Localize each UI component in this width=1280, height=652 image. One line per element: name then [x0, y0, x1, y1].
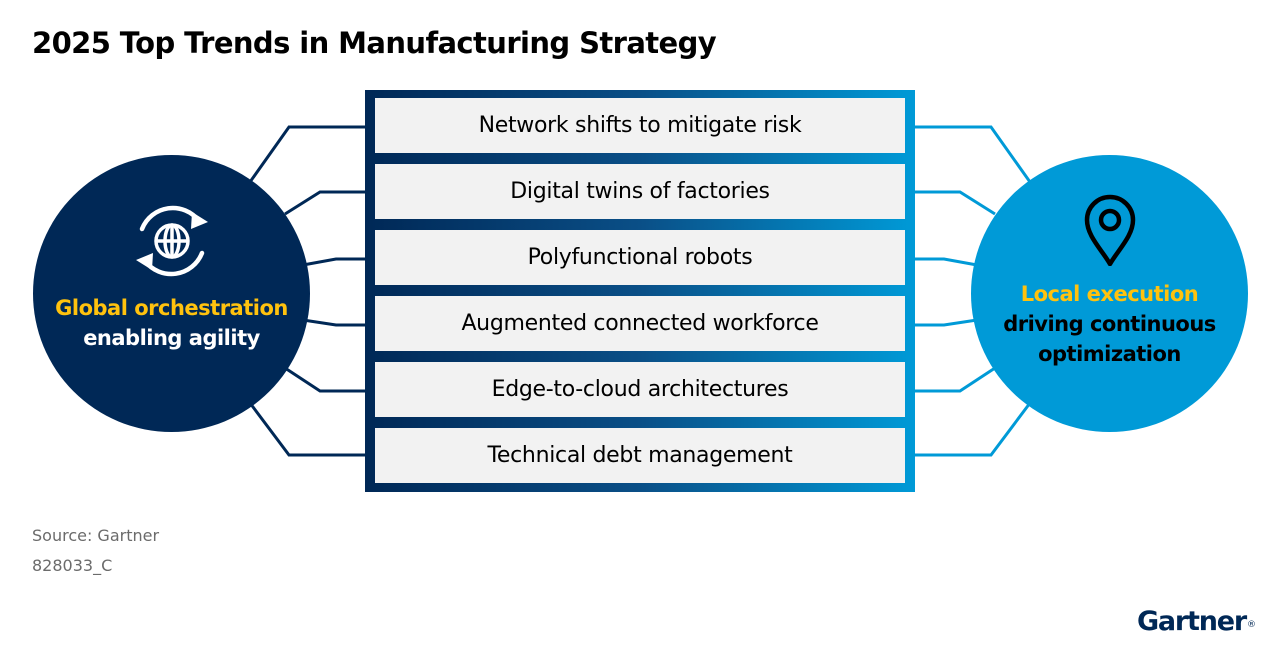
connector-left-2 [284, 190, 365, 216]
location-pin-icon [1084, 194, 1135, 266]
connector-right-3 [915, 257, 978, 267]
trend-item: Polyfunctional robots [375, 230, 905, 285]
globe-rotate-icon [135, 205, 208, 277]
gartner-logo-text: Gartner [1136, 606, 1247, 637]
page-title: 2025 Top Trends in Manufacturing Strateg… [32, 26, 717, 60]
local-execution-subtitle-line1: driving continuous [1003, 312, 1216, 336]
local-execution-subtitle-line2: optimization [1038, 342, 1181, 366]
connector-left-3 [302, 257, 365, 267]
connector-right-4 [915, 318, 978, 327]
global-orchestration-accent: Global orchestration [55, 296, 288, 320]
global-orchestration-circle: Global orchestration enabling agility [33, 155, 310, 432]
local-execution-accent: Local execution [1020, 282, 1199, 306]
connector-right-6 [915, 402, 1032, 457]
local-execution-label: Local execution driving continuous optim… [1003, 279, 1216, 369]
trend-item: Edge-to-cloud architectures [375, 362, 905, 417]
local-execution-circle: Local execution driving continuous optim… [971, 155, 1248, 432]
connector-left-6 [248, 402, 365, 457]
gartner-logo: Gartner® [1137, 606, 1256, 637]
global-orchestration-subtitle: enabling agility [83, 326, 260, 350]
connector-left-5 [284, 366, 365, 393]
trends-panel: Network shifts to mitigate risk Digital … [365, 90, 915, 492]
trend-item: Network shifts to mitigate risk [375, 98, 905, 153]
source-note: Source: Gartner [32, 526, 160, 545]
trend-item: Technical debt management [375, 428, 905, 483]
trend-item: Augmented connected workforce [375, 296, 905, 351]
trend-item: Digital twins of factories [375, 164, 905, 219]
global-orchestration-label: Global orchestration enabling agility [55, 293, 288, 353]
connector-left-4 [302, 318, 365, 327]
connector-right-5 [915, 366, 996, 393]
figure-code: 828033_C [32, 556, 113, 575]
connector-right-1 [915, 125, 1032, 183]
connector-right-2 [915, 190, 996, 216]
connector-left-1 [248, 125, 365, 183]
registered-mark: ® [1247, 620, 1256, 630]
